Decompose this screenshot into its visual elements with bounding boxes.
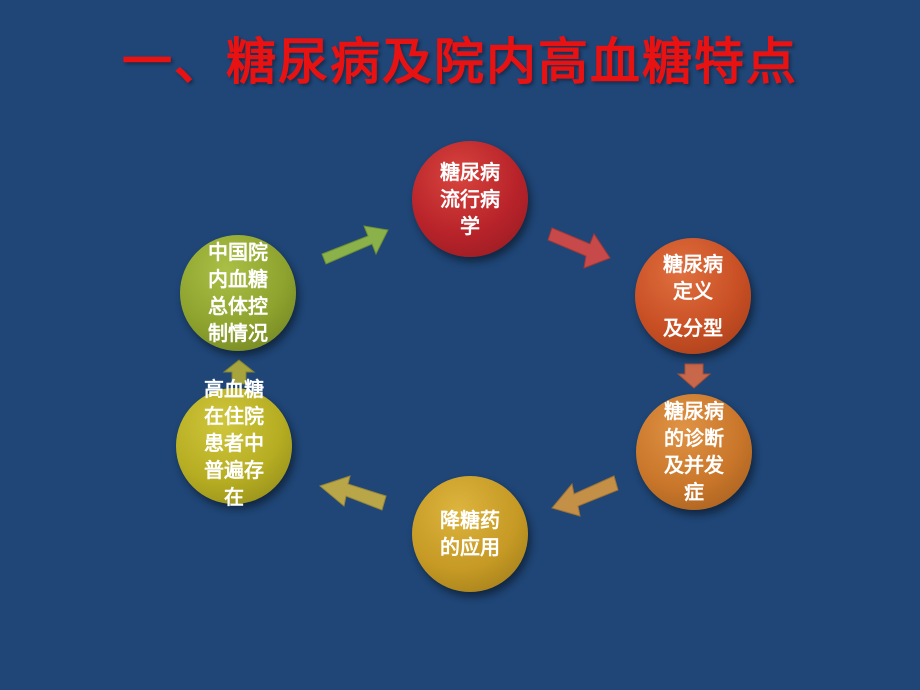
arrow-epidemiology-to-definition-icon [547, 227, 611, 269]
node-definition-line-1: 糖尿病 [663, 251, 723, 276]
node-epidemiology-line-3: 学 [460, 213, 480, 238]
node-control-line-1: 中国院 [208, 240, 268, 264]
node-control-line-2: 内血糖 [208, 267, 268, 291]
node-prevalence-line-3: 患者中 [204, 430, 264, 455]
node-diagnosis-line-2: 的诊断 [664, 426, 724, 450]
node-diagnosis-line-1: 糖尿病 [664, 399, 724, 423]
node-prevalence-line-4: 普遍存 [204, 457, 264, 482]
arrow-prevalence-to-control-icon [222, 359, 256, 385]
node-control: 中国院 内血糖 总体控 制情况 [180, 235, 296, 351]
node-diagnosis-line-4: 症 [684, 480, 704, 504]
slide-title: 一、糖尿病及院内高血糖特点 [122, 33, 798, 91]
node-drugs: 降糖药 的应用 [412, 476, 528, 592]
node-prevalence-line-1: 高血糖 [204, 376, 264, 401]
node-control-line-3: 总体控 [208, 294, 268, 318]
node-epidemiology-line-2: 流行病 [440, 186, 500, 211]
node-definition-line-3: 及分型 [663, 315, 723, 340]
arrow-drugs-to-prevalence-icon [318, 475, 387, 511]
arrow-diagnosis-to-drugs-icon [551, 475, 619, 517]
node-diagnosis-line-3: 及并发 [664, 453, 724, 477]
node-drugs-line-1: 降糖药 [440, 508, 500, 532]
node-drugs-line-2: 的应用 [440, 535, 500, 559]
node-epidemiology: 糖尿病 流行病 学 [412, 141, 528, 257]
node-definition-line-2: 定义 [673, 278, 713, 303]
node-prevalence-line-5: 在 [224, 484, 244, 509]
node-epidemiology-line-1: 糖尿病 [440, 159, 500, 184]
node-definition: 糖尿病 定义 及分型 [635, 238, 751, 354]
node-control-line-4: 制情况 [208, 321, 268, 345]
arrow-definition-to-diagnosis-icon [676, 363, 712, 389]
node-prevalence-line-2: 在住院 [204, 403, 264, 428]
arrow-control-to-epidemiology-icon [321, 225, 389, 265]
node-diagnosis: 糖尿病 的诊断 及并发 症 [636, 394, 752, 510]
node-prevalence: 高血糖 在住院 患者中 普遍存 在 [176, 377, 292, 509]
